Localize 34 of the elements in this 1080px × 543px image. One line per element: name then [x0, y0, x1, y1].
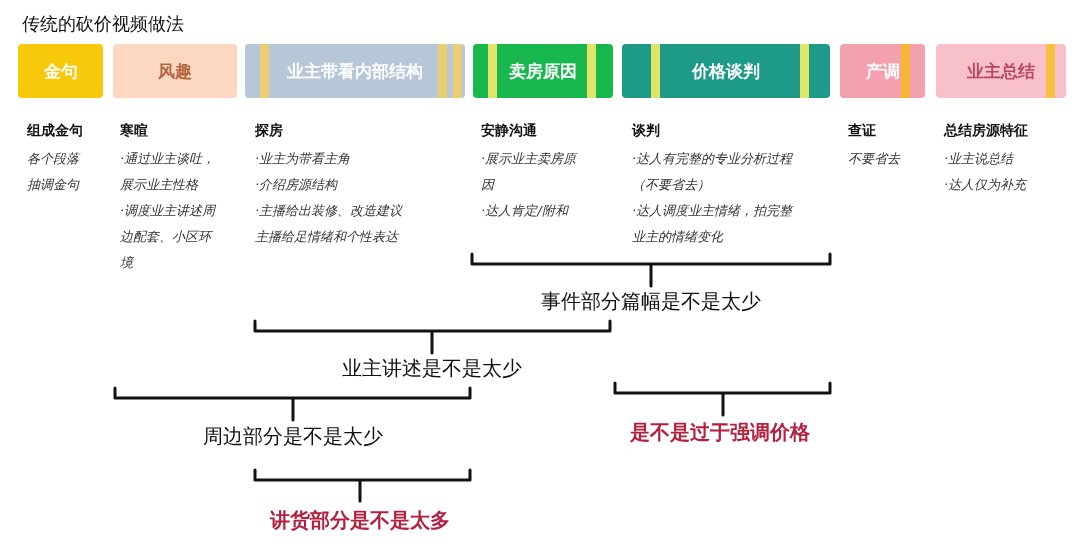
bracket-label: 是不是过于强调价格: [630, 418, 810, 446]
note-text: ·达人肯定/附和: [481, 202, 570, 220]
note-text: 不要省去: [848, 150, 902, 168]
note-text: ·业主说总结: [944, 150, 1015, 168]
section-heading: 查证: [848, 121, 877, 140]
bracket-label: 讲货部分是不是太多: [270, 506, 450, 534]
segment-band: 业主总结: [936, 44, 1066, 98]
section-heading: 谈判: [632, 121, 661, 140]
note-text: ·达人有完整的专业分析过程（不要省去）: [632, 150, 794, 194]
note-text: 各个段落抽调金句: [27, 150, 81, 194]
segment-band: 业主带看内部结构: [245, 44, 465, 98]
note-text: ·调度业主讲述周边配套、小区环境: [120, 202, 217, 272]
note-text: 主播给足情绪和个性表达: [255, 228, 400, 246]
note-text: ·展示业主卖房原因: [481, 150, 579, 194]
note-text: ·介绍房源结构: [255, 176, 339, 194]
section-heading: 探房: [255, 121, 284, 140]
section-heading: 寒暄: [120, 121, 149, 140]
segment-band: 卖房原因: [473, 44, 613, 98]
note-text: ·业主为带看主角: [255, 150, 352, 168]
segment-band: 价格谈判: [622, 44, 830, 98]
section-heading: 组成金句: [27, 121, 84, 140]
section-heading: 总结房源特征: [944, 121, 1029, 140]
section-heading: 安静沟通: [481, 121, 538, 140]
note-text: ·达人仅为补充: [944, 176, 1029, 194]
bracket-label: 周边部分是不是太少: [203, 422, 383, 450]
note-text: ·主播给出装修、改造建议: [255, 202, 404, 220]
segment-band: 风趣: [113, 44, 237, 98]
segment-band: 产调: [840, 44, 925, 98]
note-text: ·达人调度业主情绪，拍完整业主的情绪变化: [632, 202, 795, 246]
bracket-label: 事件部分篇幅是不是太少: [541, 287, 761, 315]
note-text: ·通过业主谈吐，展示业主性格: [120, 150, 217, 194]
bracket-label: 业主讲述是不是太少: [342, 354, 522, 382]
diagram-title: 传统的砍价视频做法: [22, 12, 184, 36]
segment-band: 金句: [18, 44, 103, 98]
